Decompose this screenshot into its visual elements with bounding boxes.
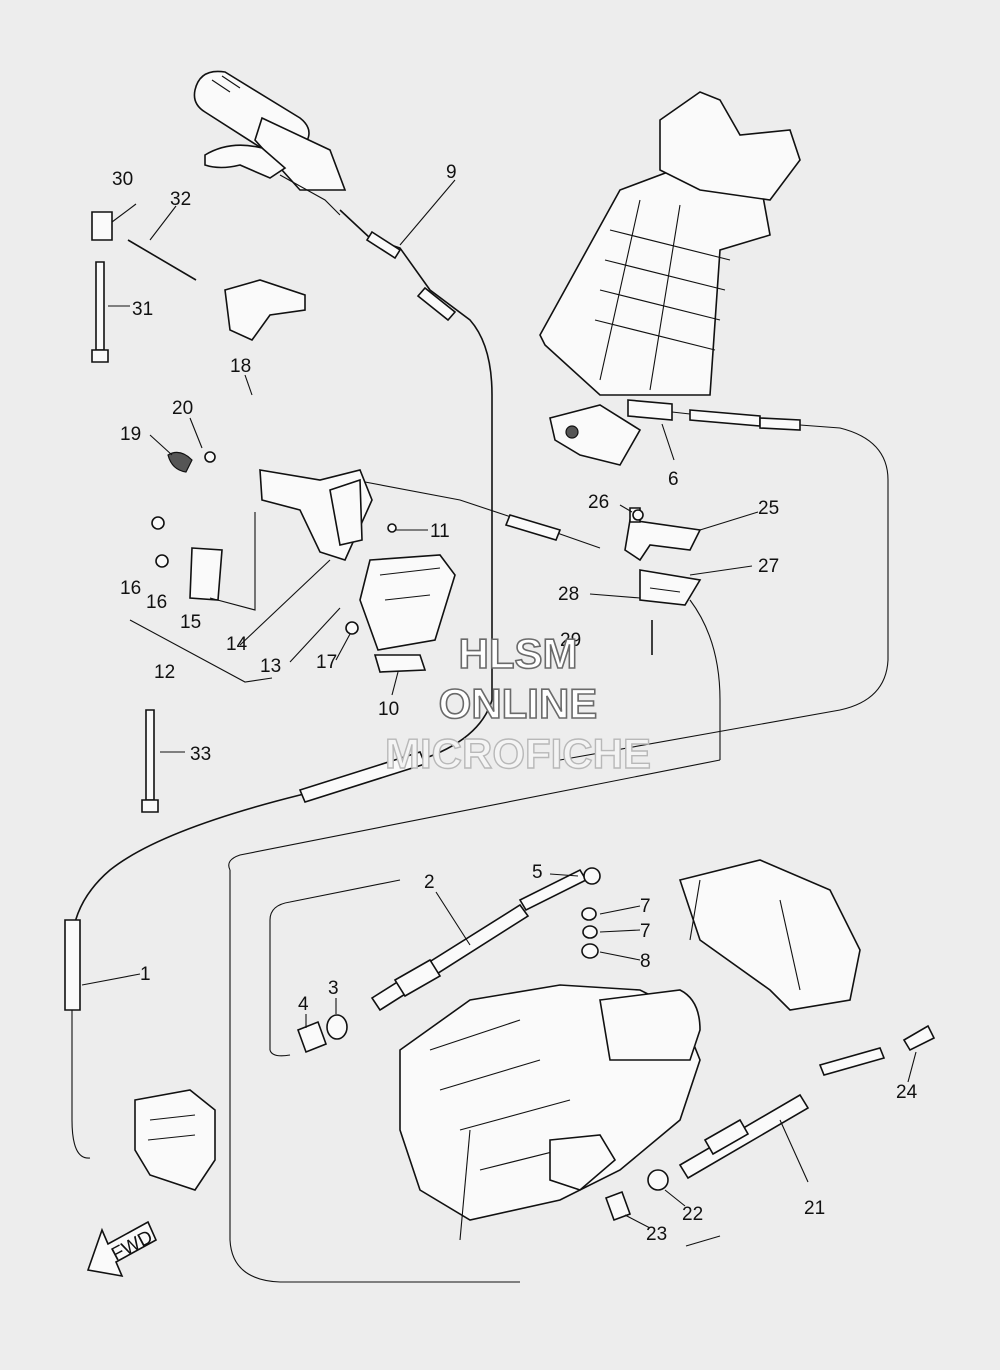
shift-cable — [364, 481, 601, 549]
watermark: HLSM ONLINE MICROFICHE — [384, 629, 651, 778]
callout-23: 23 — [646, 1224, 667, 1245]
callout-2: 2 — [424, 872, 435, 893]
cable-bracket-25-27-28 — [624, 507, 721, 760]
watermark-line1: HLSM — [459, 630, 578, 677]
callout-leaders — [81, 179, 917, 1247]
callout-11: 11 — [430, 521, 450, 542]
callout-10: 10 — [378, 699, 399, 720]
callout-9: 9 — [446, 162, 457, 183]
callout-3: 3 — [328, 978, 339, 999]
steering-column — [539, 91, 801, 466]
callout-32: 32 — [170, 189, 191, 210]
callout-4: 4 — [298, 994, 309, 1015]
throttle-cable-9 — [339, 209, 493, 700]
callout-13: 13 — [260, 656, 281, 677]
cable-tie-33 — [141, 709, 159, 813]
callout-labels: 1 2 3 4 5 6 7 7 8 9 10 11 12 13 14 15 16… — [112, 162, 918, 1245]
leader-frames — [129, 512, 841, 1283]
callout-17: 17 — [316, 652, 337, 673]
fasteners — [151, 451, 644, 635]
callout-5: 5 — [532, 862, 543, 883]
callout-20: 20 — [172, 398, 193, 419]
watermark-line3: MICROFICHE — [385, 730, 651, 777]
cable-joint-6 — [627, 399, 889, 711]
callout-24: 24 — [896, 1082, 918, 1103]
clip-30 — [91, 211, 113, 241]
mounting-bracket-12-14 — [167, 279, 456, 673]
callout-30: 30 — [112, 169, 133, 190]
callout-28: 28 — [558, 584, 579, 605]
callout-7b: 7 — [640, 921, 651, 942]
cable-tie-31 — [91, 261, 109, 363]
callout-16a: 16 — [120, 578, 141, 599]
pin-32 — [127, 239, 197, 281]
callout-26: 26 — [588, 492, 609, 513]
callout-14: 14 — [226, 634, 248, 655]
throttle-body — [134, 1089, 216, 1191]
callout-6: 6 — [668, 469, 679, 490]
main-cable-1 — [64, 699, 493, 1159]
watermark-line2: ONLINE — [439, 680, 598, 727]
callout-18: 18 — [230, 356, 251, 377]
callout-15: 15 — [180, 612, 201, 633]
callout-25: 25 — [758, 498, 779, 519]
callout-16b: 16 — [146, 592, 167, 613]
callout-21: 21 — [804, 1198, 825, 1219]
callout-33: 33 — [190, 744, 211, 765]
fwd-arrow: FWD — [86, 1220, 158, 1278]
callout-29: 29 — [560, 630, 581, 651]
callout-8: 8 — [640, 951, 651, 972]
callout-12: 12 — [154, 662, 175, 683]
callout-22: 22 — [682, 1204, 703, 1225]
callout-27: 27 — [758, 556, 779, 577]
callout-7a: 7 — [640, 896, 651, 917]
cable-21 — [604, 1024, 936, 1222]
callout-31: 31 — [132, 299, 153, 320]
shift-cable-2 — [296, 867, 601, 1054]
callout-19: 19 — [120, 424, 141, 445]
jet-pump-housing — [399, 859, 861, 1241]
handlebar-grip — [193, 70, 347, 216]
callout-1: 1 — [140, 964, 151, 985]
